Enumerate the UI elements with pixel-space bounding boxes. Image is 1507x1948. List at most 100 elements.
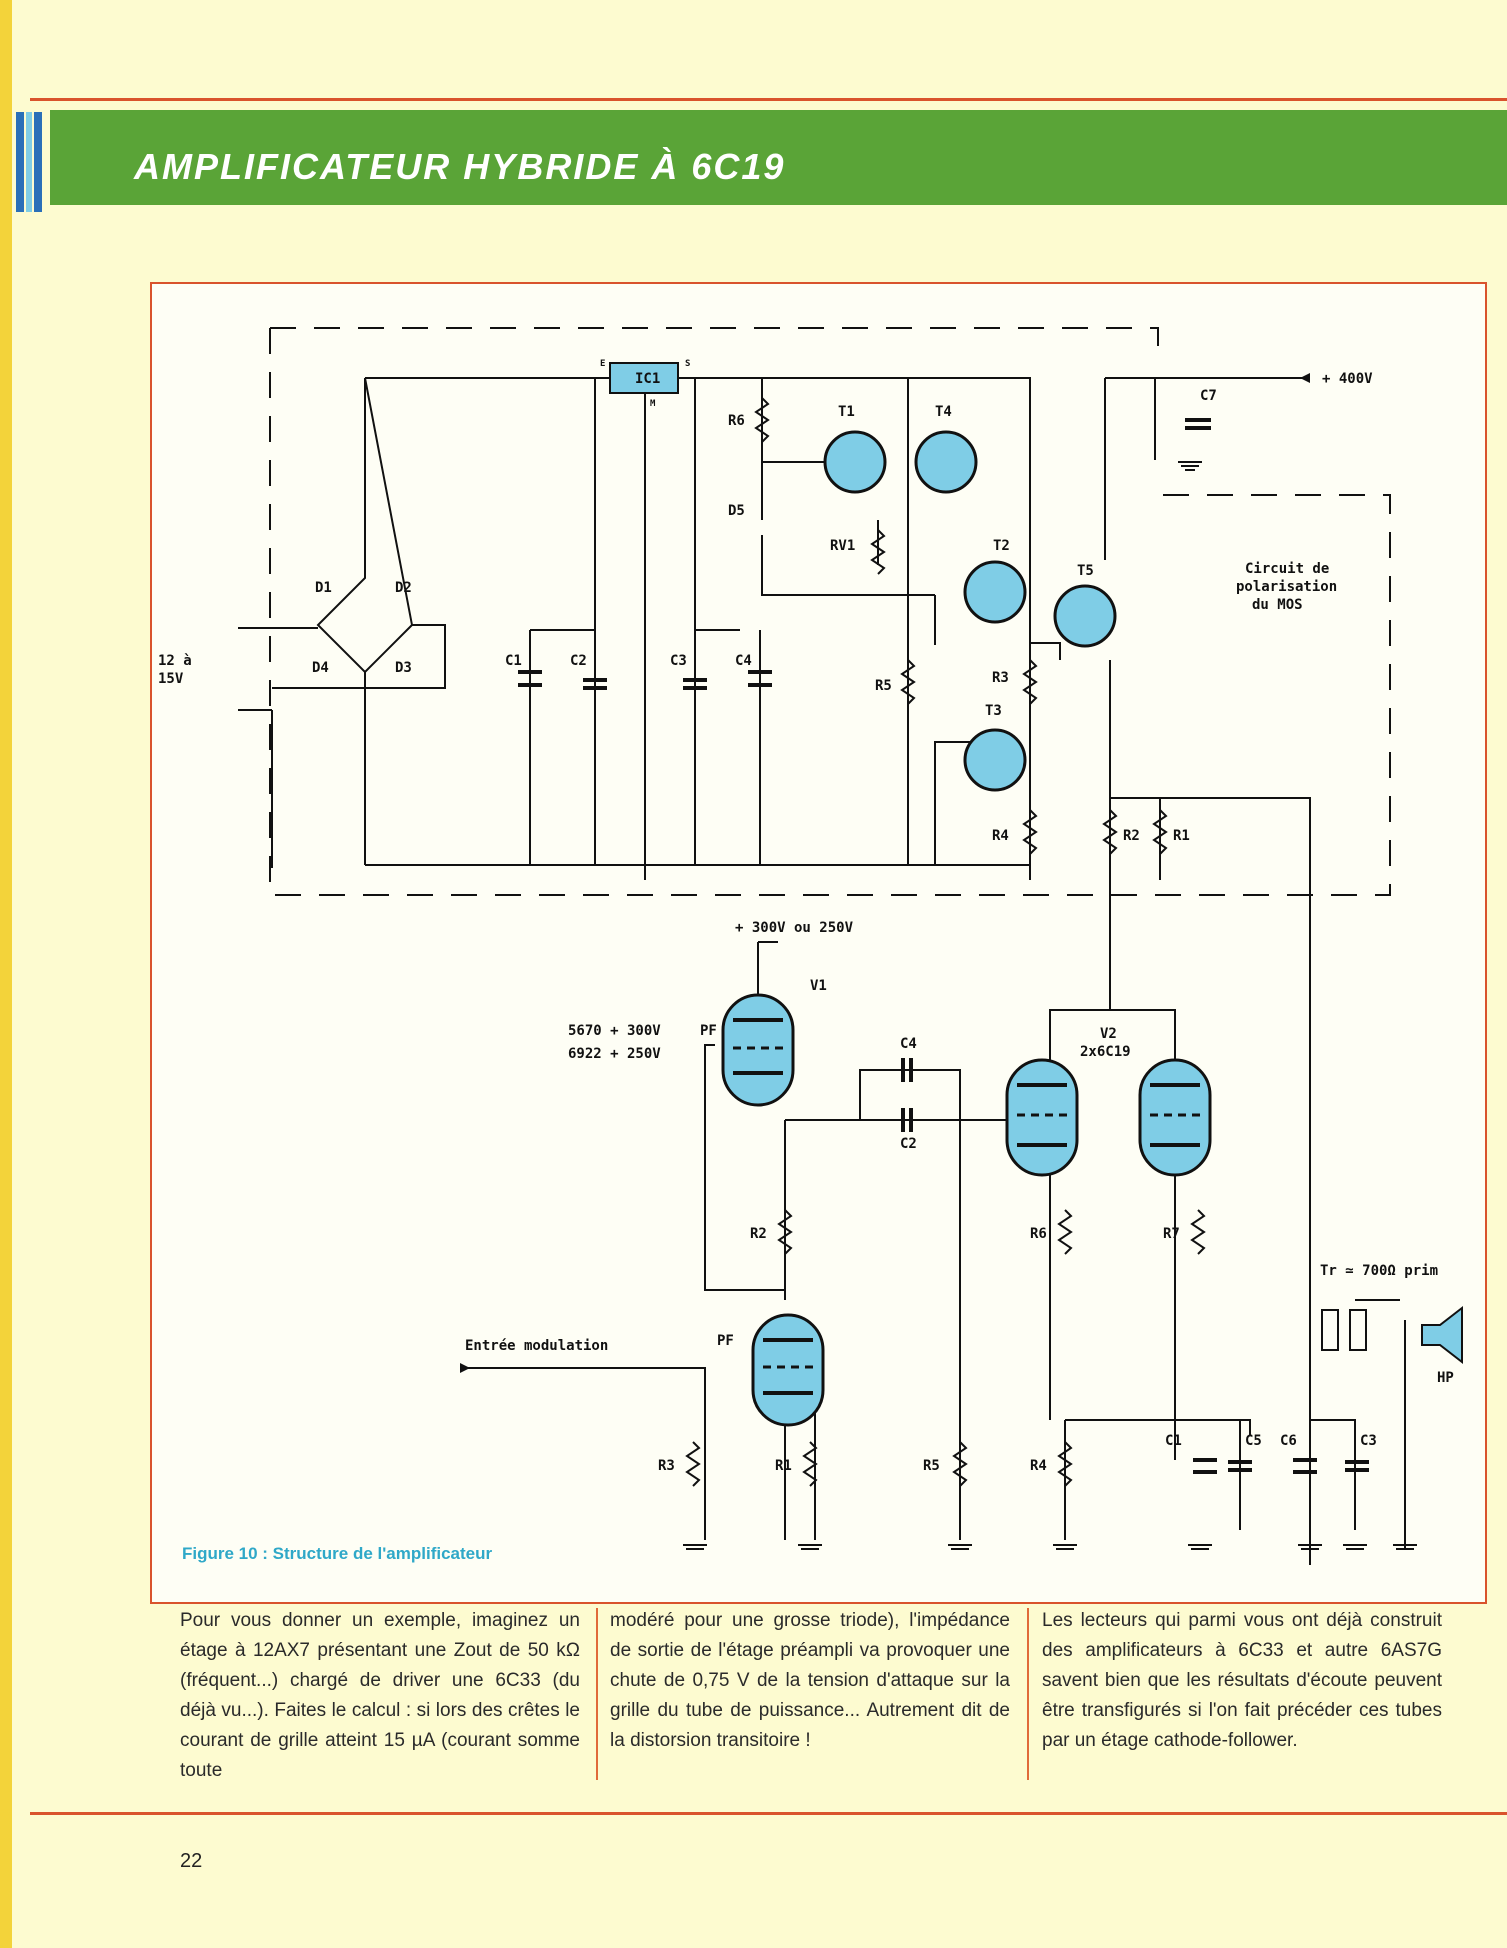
tube-v1-upper	[721, 993, 795, 1107]
ground-symbol	[1178, 461, 1202, 471]
label-br7: R7	[1163, 1226, 1180, 1242]
ground-symbol	[1298, 1544, 1322, 1550]
label-hp: HP	[1437, 1370, 1454, 1386]
text-column-3: Les lecteurs qui parmi vous ont déjà con…	[1042, 1610, 1442, 1751]
column-divider	[1027, 1608, 1029, 1780]
label-option-5670: 5670 + 300V	[568, 1023, 661, 1039]
label-r6: R6	[728, 413, 745, 429]
label-input: Entrée modulation	[465, 1338, 608, 1354]
capacitor-bc2	[901, 1108, 913, 1132]
label-r2: R2	[1123, 828, 1140, 844]
resistor-br7	[1190, 1209, 1206, 1255]
ground-symbol	[1393, 1544, 1417, 1550]
label-br5: R5	[923, 1458, 940, 1474]
label-c7: C7	[1200, 388, 1217, 404]
ic1-regulator	[609, 362, 679, 394]
capacitor-bc1	[1193, 1458, 1217, 1474]
label-bc6: C6	[1280, 1433, 1297, 1449]
resistor-r4	[1022, 809, 1038, 855]
transistor-t3	[963, 728, 1027, 792]
label-br3: R3	[658, 1458, 675, 1474]
transistor-t4	[914, 430, 978, 494]
label-bc4: C4	[900, 1036, 917, 1052]
resistor-br3	[685, 1441, 701, 1487]
label-s: S	[685, 359, 690, 369]
capacitor-c2	[583, 678, 607, 690]
label-r4: R4	[992, 828, 1009, 844]
label-v2-type: 2x6C19	[1080, 1044, 1131, 1060]
label-t1: T1	[838, 404, 855, 420]
capacitor-c7	[1185, 418, 1211, 430]
label-m: M	[650, 399, 656, 409]
label-br6: R6	[1030, 1226, 1047, 1242]
left-margin-strip	[0, 0, 12, 1948]
label-bc1: C1	[1165, 1433, 1182, 1449]
label-r5: R5	[875, 678, 892, 694]
label-d3: D3	[395, 660, 412, 676]
label-hv: + 400V	[1322, 371, 1373, 387]
label-transformer: Tr ≃ 700Ω prim	[1320, 1263, 1438, 1279]
label-bias-1: Circuit de	[1245, 561, 1329, 577]
color-tab-marker	[16, 112, 56, 212]
label-v1: V1	[810, 978, 827, 994]
resistor-br5	[952, 1441, 968, 1487]
label-br4: R4	[1030, 1458, 1047, 1474]
label-supply-2: 15V	[158, 671, 184, 687]
resistor-r5	[900, 659, 916, 705]
label-ic1: IC1	[635, 371, 660, 387]
capacitor-bc5	[1228, 1460, 1252, 1472]
label-r3: R3	[992, 670, 1009, 686]
transistor-t1	[823, 430, 887, 494]
label-bc2: C2	[900, 1136, 917, 1152]
tube-v2-right	[1138, 1058, 1212, 1177]
ground-symbol	[683, 1544, 707, 1550]
transistor-t2	[963, 560, 1027, 624]
label-d5: D5	[728, 503, 745, 519]
label-bc5: C5	[1245, 1433, 1262, 1449]
label-v2: V2	[1100, 1026, 1117, 1042]
transformer	[1321, 1309, 1339, 1351]
label-c2: C2	[570, 653, 587, 669]
label-bc3: C3	[1360, 1433, 1377, 1449]
bottom-rule	[30, 1812, 1507, 1815]
label-r1: R1	[1173, 828, 1190, 844]
label-d2: D2	[395, 580, 412, 596]
capacitor-bc6	[1293, 1458, 1317, 1474]
tube-v2-left	[1005, 1058, 1079, 1177]
capacitor-c4	[748, 670, 772, 687]
title-banner	[50, 110, 1507, 205]
label-bias-2: polarisation	[1236, 579, 1337, 595]
figure-caption: Figure 10 : Structure de l'amplificateur	[182, 1544, 493, 1563]
resistor-br1	[802, 1441, 818, 1487]
text-column-2: modéré pour une grosse triode), l'impéda…	[610, 1610, 1010, 1751]
label-t2: T2	[993, 538, 1010, 554]
psu-dashed-box	[269, 327, 1391, 896]
page-number: 22	[180, 1850, 203, 1872]
page-title: AMPLIFICATEUR HYBRIDE À 6C19	[134, 146, 786, 187]
ground-symbol	[1053, 1544, 1077, 1550]
text-column-1: Pour vous donner un exemple, imaginez un…	[180, 1610, 580, 1781]
label-c1: C1	[505, 653, 522, 669]
ground-symbol	[1343, 1544, 1367, 1550]
resistor-r3	[1022, 659, 1038, 705]
resistor-r6	[754, 397, 770, 443]
capacitor-c1	[518, 670, 542, 687]
resistor-br4	[1057, 1441, 1073, 1487]
ground-symbol	[798, 1544, 822, 1550]
label-rv1: RV1	[830, 538, 855, 554]
ground-symbol	[1188, 1544, 1212, 1550]
label-d1: D1	[315, 580, 332, 596]
top-rule	[30, 98, 1507, 101]
input-arrow-icon	[460, 1363, 470, 1373]
label-option-6922: 6922 + 250V	[568, 1046, 661, 1062]
label-e: E	[600, 359, 605, 369]
resistor-r2	[1102, 809, 1118, 855]
label-supply-1: 12 à	[158, 653, 192, 669]
ground-symbol	[948, 1544, 972, 1550]
label-bias-3: du MOS	[1252, 597, 1303, 613]
label-pf-1: PF	[700, 1023, 717, 1039]
capacitor-bc4	[901, 1058, 913, 1082]
potentiometer-rv1	[870, 529, 886, 575]
speaker-icon	[1421, 1305, 1463, 1365]
